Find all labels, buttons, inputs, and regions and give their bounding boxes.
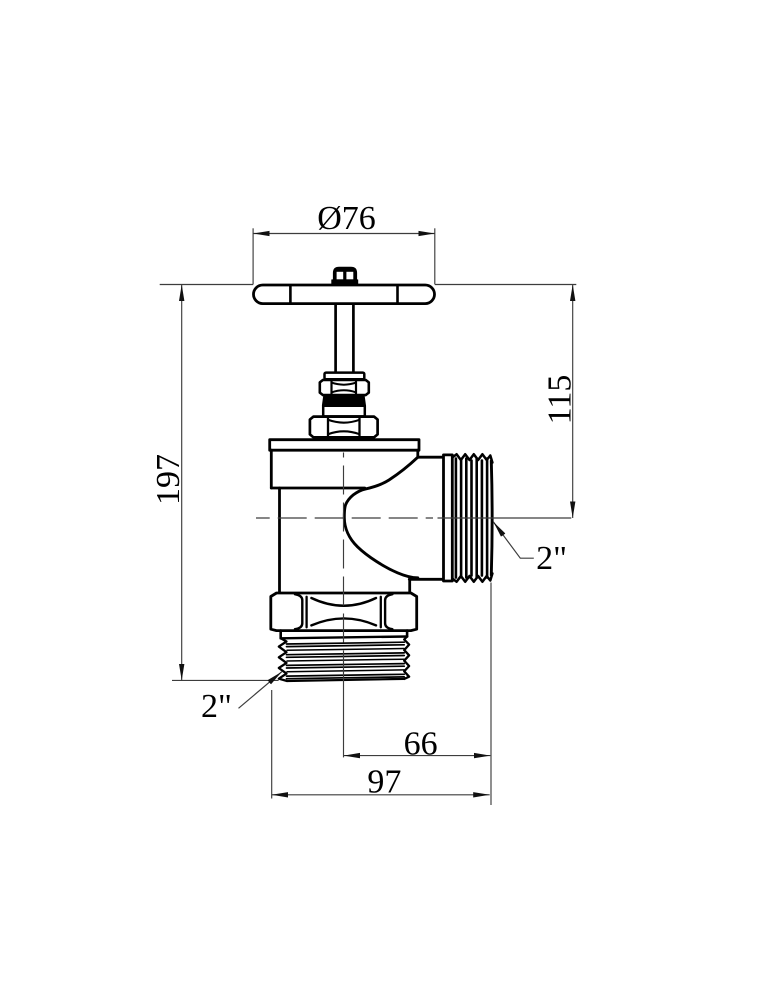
svg-text:66: 66 [404, 726, 438, 763]
svg-text:115: 115 [542, 375, 579, 425]
svg-text:2": 2" [536, 540, 567, 577]
svg-text:2": 2" [201, 688, 232, 725]
svg-text:97: 97 [367, 763, 401, 800]
svg-text:Ø76: Ø76 [317, 200, 376, 237]
svg-text:197: 197 [150, 454, 187, 505]
